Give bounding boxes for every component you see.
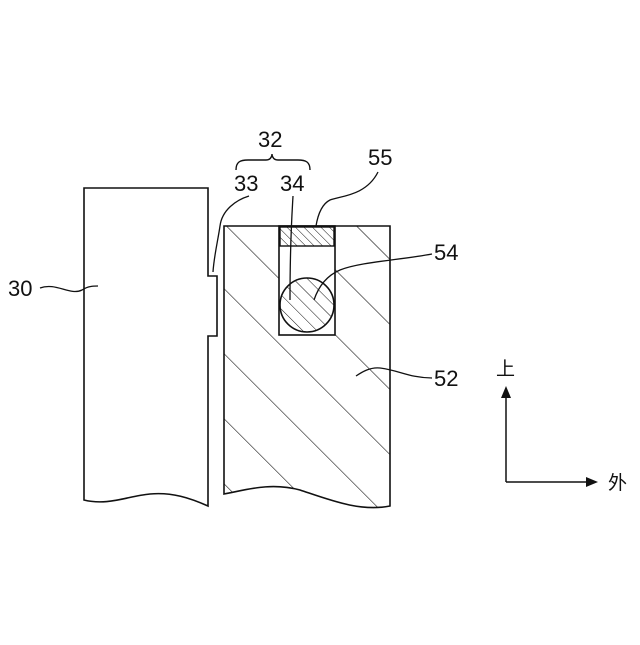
label-33: 33 bbox=[234, 171, 258, 196]
label-30: 30 bbox=[8, 276, 32, 301]
label-54: 54 bbox=[434, 240, 458, 265]
axis-label-out: 外 bbox=[608, 472, 627, 494]
cap-55 bbox=[280, 227, 334, 246]
label-55: 55 bbox=[368, 145, 392, 170]
brace-32 bbox=[236, 154, 310, 170]
axis-label-up: 上 bbox=[496, 358, 515, 380]
arrow-right-icon bbox=[586, 477, 598, 487]
label-52: 52 bbox=[434, 366, 458, 391]
label-32: 32 bbox=[258, 127, 282, 152]
leader-55 bbox=[316, 172, 378, 226]
ball-54 bbox=[280, 278, 334, 332]
label-34: 34 bbox=[280, 171, 304, 196]
member-30-outline bbox=[84, 188, 217, 506]
arrow-up-icon bbox=[501, 386, 511, 398]
